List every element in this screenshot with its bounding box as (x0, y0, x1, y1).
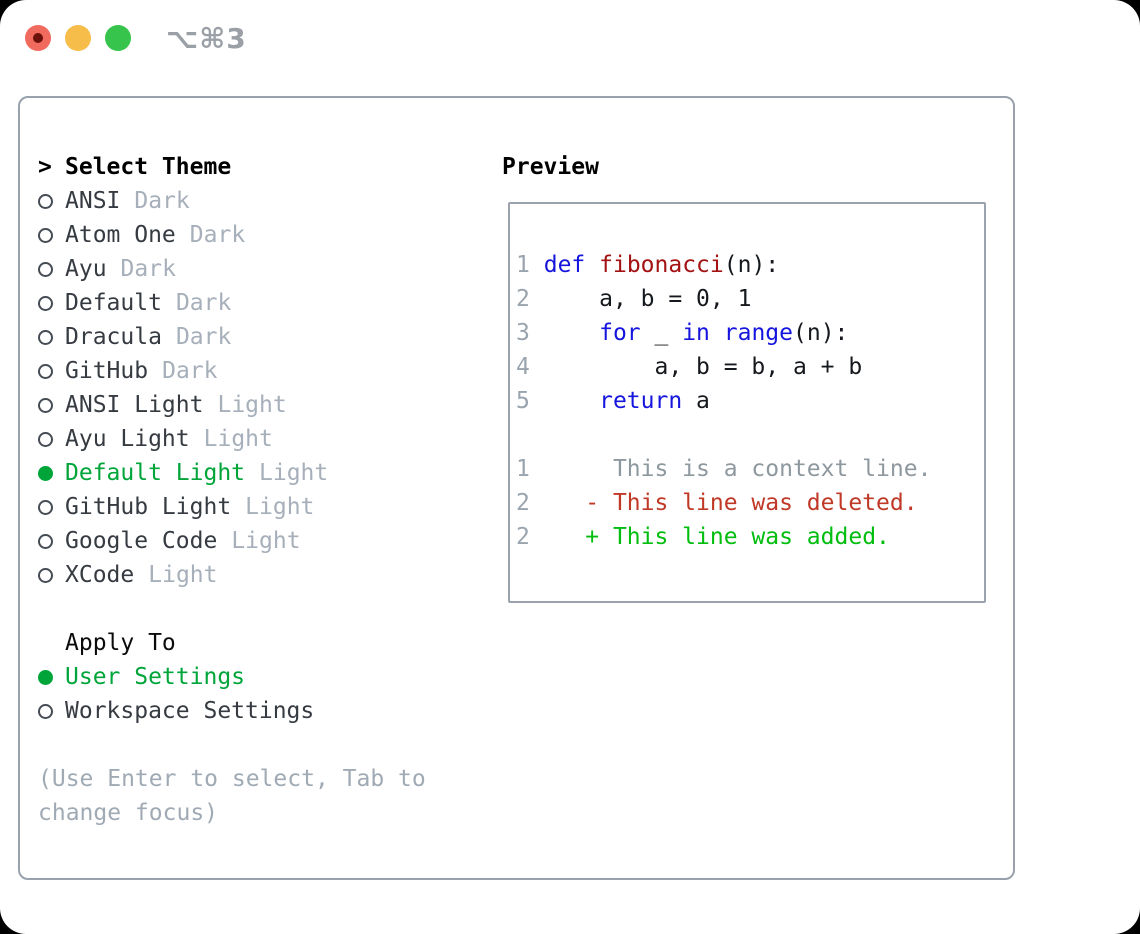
apply-to-option[interactable]: Workspace Settings (38, 694, 426, 728)
radio-selected-icon (38, 465, 53, 481)
code-line: 3 for _ in range(n): (516, 320, 849, 346)
code-line: 5 return a (516, 388, 710, 414)
radio-icon (38, 363, 53, 379)
radio-icon (38, 533, 53, 549)
theme-option[interactable]: Ayu Light Light (38, 422, 426, 456)
theme-option[interactable]: Default Dark (38, 286, 426, 320)
radio-selected-icon (38, 669, 53, 685)
code-line: 4 a, b = b, a + b (516, 354, 863, 380)
theme-option[interactable]: Atom One Dark (38, 218, 426, 252)
theme-option[interactable]: XCode Light (38, 558, 426, 592)
theme-option[interactable]: GitHub Light Light (38, 490, 426, 524)
theme-name: GitHub (65, 358, 149, 384)
apply-to-option-label: User Settings (65, 664, 246, 690)
apply-to-option-label: Workspace Settings (65, 698, 315, 724)
theme-variant-badge: Light (203, 426, 273, 452)
apply-to-header-row: Apply To (38, 626, 426, 660)
apply-to-header: Apply To (65, 630, 176, 656)
radio-icon (38, 499, 53, 515)
theme-option[interactable]: Ayu Dark (38, 252, 426, 286)
radio-icon (38, 431, 53, 447)
theme-option[interactable]: GitHub Dark (38, 354, 426, 388)
code-line: 1 This is a context line. (516, 456, 932, 482)
theme-name: Dracula (65, 324, 162, 350)
hint-line-1: (Use Enter to select, Tab to (38, 766, 426, 792)
theme-name: ANSI Light (65, 392, 204, 418)
theme-variant-badge: Light (231, 528, 301, 554)
theme-name: Atom One (65, 222, 176, 248)
code-line: 2 + This line was added. (516, 524, 890, 550)
preview-code-box: 1 def fibonacci(n): 2 a, b = 0, 1 3 for _ … (508, 202, 986, 603)
theme-variant-badge: Light (259, 460, 329, 486)
radio-icon (38, 703, 53, 719)
window-shortcut-label: ⌥⌘3 (166, 22, 247, 55)
theme-option[interactable]: ANSI Dark (38, 184, 426, 218)
theme-variant-badge: Dark (134, 188, 190, 214)
theme-variant-badge: Light (217, 392, 287, 418)
radio-icon (38, 397, 53, 413)
spacer (38, 592, 426, 626)
theme-option[interactable]: Default Light Light (38, 456, 426, 490)
theme-variant-badge: Light (148, 562, 218, 588)
theme-name: Default Light (65, 460, 246, 486)
theme-variant-badge: Dark (189, 222, 246, 248)
code-line: 1 def fibonacci(n): (516, 252, 780, 278)
close-button[interactable] (25, 25, 51, 51)
spacer (38, 728, 426, 762)
code-line: 2 a, b = 0, 1 (516, 286, 752, 312)
window-controls (25, 25, 131, 51)
theme-variant-badge: Dark (120, 256, 176, 282)
theme-variant-badge: Dark (162, 358, 218, 384)
theme-option[interactable]: Dracula Dark (38, 320, 426, 354)
radio-icon (38, 567, 53, 583)
apply-to-option[interactable]: User Settings (38, 660, 426, 694)
theme-name: Ayu (65, 256, 107, 282)
theme-variant-badge: Dark (175, 324, 232, 350)
code-line (516, 418, 984, 452)
radio-icon (38, 295, 53, 311)
theme-name: GitHub Light (65, 494, 232, 520)
theme-name: XCode (65, 562, 135, 588)
cursor-icon: > (38, 154, 52, 180)
theme-name: Google Code (65, 528, 218, 554)
theme-name: Default (65, 290, 162, 316)
radio-icon (38, 193, 53, 209)
close-modified-dot-icon (33, 33, 43, 43)
theme-option[interactable]: ANSI Light Light (38, 388, 426, 422)
theme-name: ANSI (65, 188, 121, 214)
select-theme-header-row: > Select Theme (38, 150, 426, 184)
preview-column: Preview 1 def fibonacci(n): 2 a, b = 0, 1… (502, 150, 986, 603)
minimize-button[interactable] (65, 25, 91, 51)
preview-header: Preview (502, 154, 599, 180)
radio-icon (38, 261, 53, 277)
theme-option[interactable]: Google Code Light (38, 524, 426, 558)
radio-icon (38, 329, 53, 345)
theme-variant-badge: Dark (175, 290, 232, 316)
zoom-button[interactable] (105, 25, 131, 51)
theme-variant-badge: Light (245, 494, 315, 520)
radio-icon (38, 227, 53, 243)
hint-line-2: change focus) (38, 800, 219, 826)
code-line: 2 - This line was deleted. (516, 490, 918, 516)
theme-name: Ayu Light (65, 426, 190, 452)
select-theme-header: Select Theme (65, 154, 232, 180)
